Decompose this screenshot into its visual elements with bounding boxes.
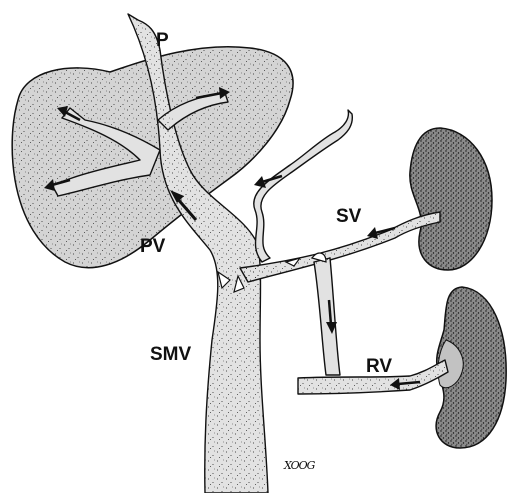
artist-signature: XOOG — [283, 459, 316, 472]
label-smv: SMV — [150, 344, 192, 365]
label-sv: SV — [336, 206, 362, 227]
flow-arrowhead-splenic — [367, 227, 378, 239]
label-p: P — [156, 30, 169, 51]
label-rv: RV — [366, 356, 392, 377]
label-pv: PV — [140, 236, 166, 257]
spleen — [410, 128, 492, 270]
